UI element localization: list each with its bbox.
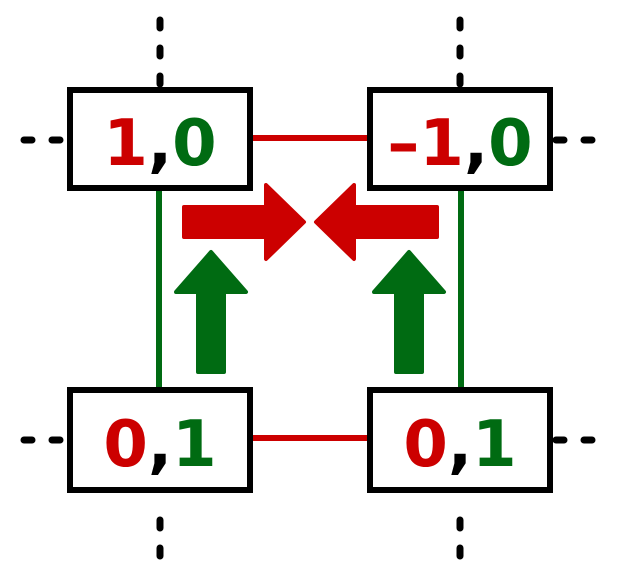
payoff-cell-bottom-right: 0,1 xyxy=(367,387,553,493)
payoff-player-one: –1 xyxy=(387,107,464,181)
player-two-arrows xyxy=(174,250,446,374)
payoff-separator: , xyxy=(448,408,472,482)
payoff-player-two: 0 xyxy=(488,107,533,181)
connectors xyxy=(156,135,464,441)
player-one-arrows xyxy=(182,183,439,261)
payoff-pair: –1,0 xyxy=(387,107,532,181)
dashed-guides xyxy=(20,16,598,562)
payoff-player-one: 0 xyxy=(403,408,448,482)
payoff-separator: , xyxy=(148,408,172,482)
arrow-left-icon xyxy=(314,183,439,261)
payoff-separator: , xyxy=(148,107,172,181)
payoff-cell-top-left: 1,0 xyxy=(67,87,253,191)
payoff-cell-bottom-left: 0,1 xyxy=(67,387,253,493)
payoff-player-two: 0 xyxy=(172,107,217,181)
arrow-right-icon xyxy=(182,183,306,261)
cell-frame xyxy=(67,87,253,191)
payoff-pair: 0,1 xyxy=(403,408,516,482)
payoff-cell-top-right: –1,0 xyxy=(367,87,553,191)
payoff-player-one: 0 xyxy=(103,408,148,482)
payoff-player-two: 1 xyxy=(472,408,517,482)
payoff-separator: , xyxy=(464,107,488,181)
arrow-up-icon xyxy=(372,250,446,374)
payoff-player-two: 1 xyxy=(172,408,217,482)
payoff-pair: 0,1 xyxy=(103,408,216,482)
payoff-player-one: 1 xyxy=(103,107,148,181)
payoff-pair: 1,0 xyxy=(103,107,216,181)
cell-frame xyxy=(367,87,553,191)
arrow-up-icon xyxy=(174,250,248,374)
cell-frame xyxy=(67,387,253,493)
cell-frame xyxy=(367,387,553,493)
